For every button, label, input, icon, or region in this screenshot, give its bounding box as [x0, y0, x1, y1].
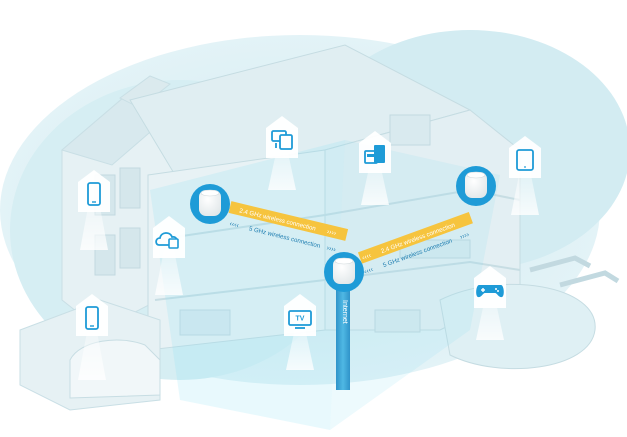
monitor-icon — [271, 130, 293, 150]
mesh-node-icon — [465, 172, 487, 198]
mesh-node-left — [190, 184, 230, 224]
phone-icon — [87, 182, 101, 206]
chevron-icon: ‹‹‹‹ — [361, 252, 373, 262]
wireless-links: 2.4 GHz wireless connection ›››› ‹‹‹‹ 5 … — [228, 201, 473, 276]
gamepad-badge — [474, 266, 506, 308]
phone-bottom-badge — [76, 294, 108, 336]
internet-label: Internet — [341, 300, 348, 324]
device-badges: TV — [76, 116, 541, 336]
phone-icon — [85, 306, 99, 330]
tablet-icon — [516, 149, 534, 171]
tv-label: TV — [296, 316, 305, 323]
internet-connection: Internet — [336, 285, 350, 390]
chevron-icon: ›››› — [459, 231, 471, 241]
chevron-icon: ‹‹‹‹ — [363, 266, 375, 276]
phone-left-badge — [78, 170, 110, 212]
coverage-beams — [150, 140, 500, 430]
mesh-node-icon — [333, 258, 355, 284]
tv-icon — [288, 310, 312, 329]
cloud-storage-icon — [155, 232, 179, 249]
chevron-icon: ›››› — [326, 228, 337, 237]
chevron-icon: ‹‹‹‹ — [229, 221, 240, 230]
mesh-node-right — [456, 166, 496, 206]
printer-icon — [364, 145, 385, 164]
tv-badge: TV — [284, 294, 316, 336]
monitor-badge — [266, 116, 298, 158]
printer-badge — [359, 131, 391, 173]
mesh-node-center — [324, 252, 364, 292]
house-illustration — [19, 44, 620, 411]
mesh-node-icon — [199, 190, 221, 216]
tablet-badge — [509, 136, 541, 178]
chevron-icon: ›››› — [326, 245, 337, 254]
cloud-badge — [153, 216, 185, 258]
gamepad-icon — [476, 285, 504, 298]
